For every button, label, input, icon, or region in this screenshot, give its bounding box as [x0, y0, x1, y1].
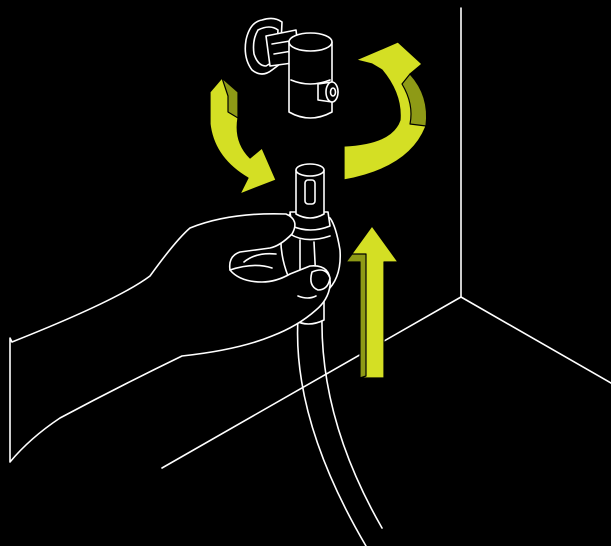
hose-connection-illustration [0, 0, 611, 546]
